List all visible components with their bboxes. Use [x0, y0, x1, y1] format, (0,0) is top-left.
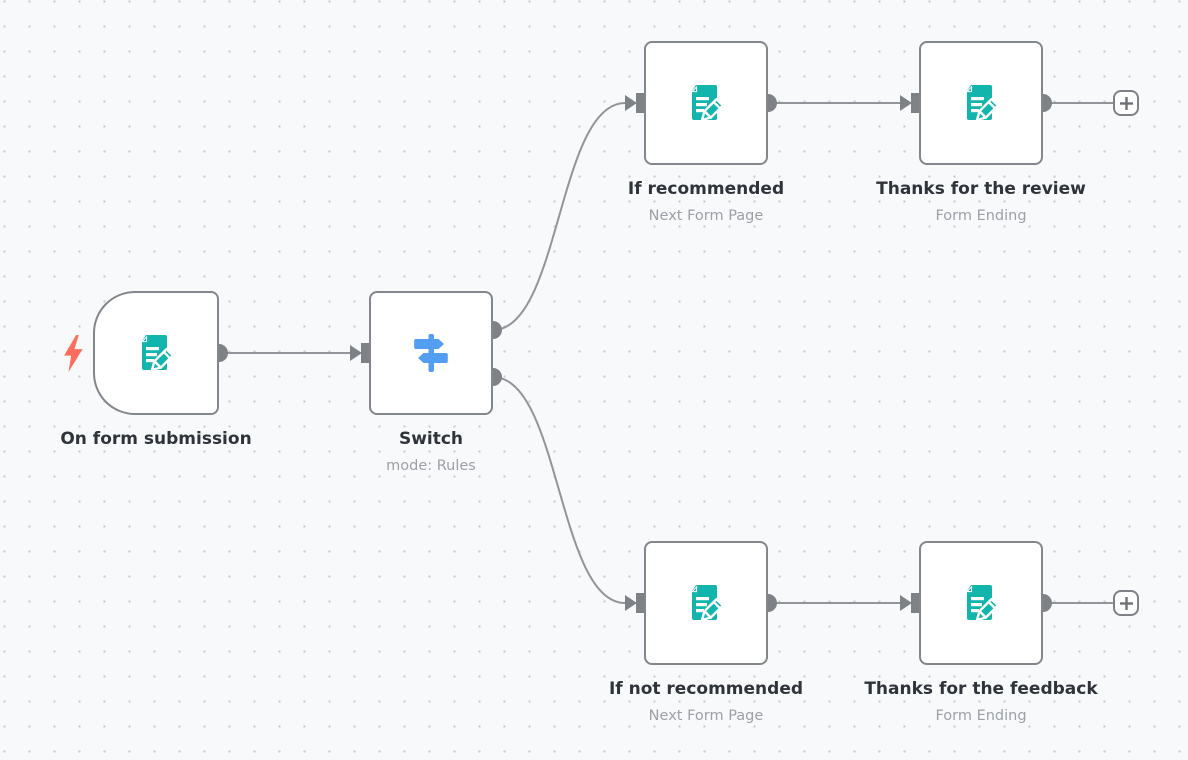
node-sublabel-if-recommended: Next Form Page — [648, 208, 764, 224]
node-label-switch: Switch — [398, 429, 464, 449]
node-label-on-form-submission: On form submission — [60, 429, 252, 449]
node-if-recommended[interactable] — [644, 41, 768, 165]
node-label-if-not-recommended: If not recommended — [608, 679, 804, 699]
node-sublabel-thanks-for-the-review: Form Ending — [935, 208, 1027, 224]
form-pencil-icon — [691, 85, 725, 122]
node-sublabel-if-not-recommended: Next Form Page — [648, 708, 764, 724]
form-pencil-icon — [966, 85, 1000, 122]
node-switch[interactable] — [369, 291, 493, 415]
node-label-thanks-for-the-feedback: Thanks for the feedback — [864, 679, 1098, 699]
form-pencil-icon — [966, 585, 1000, 622]
form-pencil-icon — [691, 585, 725, 622]
node-label-if-recommended: If recommended — [627, 179, 785, 199]
form-pencil-icon — [141, 335, 175, 372]
add-node-button-top[interactable] — [1113, 90, 1139, 116]
node-thanks-for-the-feedback[interactable] — [919, 541, 1043, 665]
node-if-not-recommended[interactable] — [644, 541, 768, 665]
signpost-icon — [414, 334, 448, 372]
plus-icon — [1119, 596, 1133, 610]
node-sublabel-switch: mode: Rules — [386, 458, 476, 474]
add-node-button-bottom[interactable] — [1113, 590, 1139, 616]
node-on-form-submission[interactable] — [93, 291, 219, 415]
node-sublabel-thanks-for-the-feedback: Form Ending — [935, 708, 1027, 724]
node-label-thanks-for-the-review: Thanks for the review — [876, 179, 1086, 199]
node-thanks-for-the-review[interactable] — [919, 41, 1043, 165]
lightning-bolt-icon — [64, 335, 83, 372]
plus-icon — [1119, 96, 1133, 110]
